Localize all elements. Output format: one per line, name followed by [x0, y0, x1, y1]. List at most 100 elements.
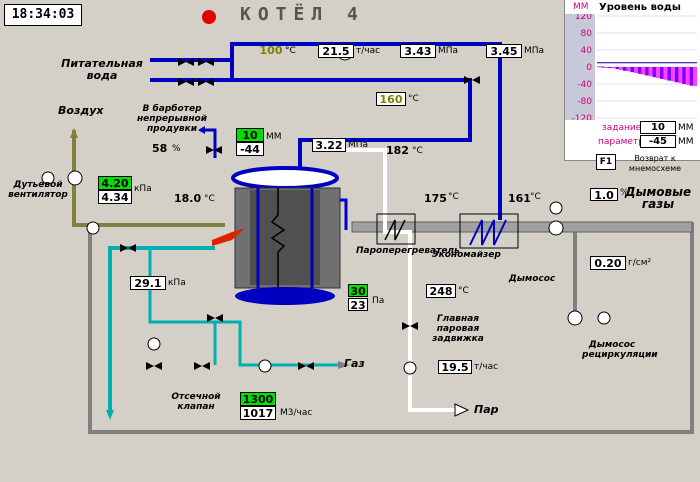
param-unit: ММ: [678, 137, 694, 147]
feed-temp-unit: °С: [285, 46, 296, 56]
f1-key[interactable]: F1: [596, 154, 616, 170]
label-smoke-gases: Дымовые газы: [624, 185, 692, 211]
smoke-pct-value: 1.0: [590, 188, 618, 202]
level-bar: [641, 67, 646, 75]
label-gas: Газ: [344, 357, 365, 370]
level-tick-label: -40: [577, 80, 592, 90]
blowdown-pct-value: 58: [152, 142, 168, 155]
air-temp-value: 18.0: [174, 192, 202, 205]
feed-flow-unit: т/час: [356, 46, 381, 56]
level-bar: [685, 67, 690, 85]
level-tick-label: 80: [581, 29, 593, 39]
steam-temp-value: 248: [426, 284, 456, 298]
page-title: КОТЁЛ 4: [240, 4, 365, 25]
level-bar: [652, 67, 657, 78]
cutoff-actuator: [147, 337, 161, 351]
label-air: Воздух: [58, 104, 104, 117]
recirc-fan: [567, 310, 583, 326]
level-set-value: 10: [236, 128, 264, 142]
furnace-set-value: 30: [348, 284, 368, 298]
level-bar: [608, 67, 612, 68]
feed-temp-value: 100: [259, 44, 283, 57]
level-bar: [637, 67, 642, 74]
exhauster-motor: [549, 201, 563, 215]
level-bar: [648, 67, 653, 77]
alarm-indicator[interactable]: [202, 10, 216, 24]
feed-pressure2-value: 3.45: [486, 44, 522, 58]
sh-temp-value: 175: [424, 192, 447, 205]
steam-flow-unit: т/час: [474, 362, 499, 372]
level-tick-label: 120: [575, 14, 592, 22]
level-actual-value: -44: [236, 142, 264, 156]
f1-text[interactable]: Возврат к мнемосхеме: [628, 154, 682, 173]
setpoint-value: 10: [640, 121, 676, 134]
level-panel-title: Уровень воды: [599, 2, 681, 13]
recirc-motor: [597, 311, 611, 325]
label-to-bubbler: В барботер непрерывной продувки: [136, 104, 208, 134]
level-tick-label: 0: [586, 63, 592, 73]
smoke-conc-unit: г/см²: [628, 258, 652, 268]
param-label: параметр: [598, 137, 644, 147]
blower-motor: [41, 171, 55, 185]
setpoint-label: задание: [602, 123, 642, 133]
level-bar: [678, 67, 683, 84]
gas-pipe-main: [148, 248, 338, 367]
exhauster-fan: [548, 220, 564, 236]
level-bar: [611, 67, 616, 69]
blower-fan: [67, 170, 83, 186]
drum-temp-unit: °С: [412, 146, 423, 156]
burner-flame: [212, 228, 245, 246]
air-temp-unit: °С: [204, 194, 215, 204]
label-cutoff-valve: Отсечной клапан: [171, 392, 221, 412]
level-bar: [600, 66, 605, 68]
clock: 18:34:03: [4, 4, 82, 26]
feed-pressure1-value: 3.43: [400, 44, 436, 58]
mud-drum: [235, 287, 335, 305]
level-bar: [626, 67, 631, 72]
econ-temp-unit: °С: [530, 192, 541, 202]
boiler-furnace: [250, 190, 320, 285]
level-bar: [689, 67, 694, 86]
level-bar: [693, 67, 697, 87]
gas-flow-unit: М3/час: [280, 408, 313, 418]
econ-temp-value: 161: [508, 192, 531, 205]
label-superheater: Пароперегреватель: [356, 246, 460, 256]
economizer-box: [459, 213, 519, 249]
level-bar: [682, 67, 686, 84]
air-press-value: 4.34: [98, 190, 132, 204]
furnace-press-unit: Па: [372, 296, 385, 306]
recirc-pipe: [88, 222, 694, 434]
level-bar: [619, 67, 623, 70]
param-value: -45: [640, 135, 676, 148]
air-flowmeter: [86, 221, 100, 235]
feed-pipe-drum: [232, 78, 472, 178]
drum-pressure-unit: МПа: [348, 140, 369, 150]
level-bar: [663, 67, 668, 80]
gas-flowmeter: [258, 359, 272, 373]
setpoint-unit: ММ: [678, 123, 694, 133]
feed-pipe-top: [150, 42, 502, 220]
air-press-set-value: 4.20: [98, 176, 132, 190]
econ-out-temp-unit: °С: [408, 94, 419, 104]
gas-flow-set-value: 1300: [240, 392, 276, 406]
blowdown-pct-unit: %: [172, 144, 181, 154]
level-bar: [630, 67, 635, 73]
level-bar: [615, 67, 620, 70]
steam-flow-value: 19.5: [438, 360, 472, 374]
drum-pressure-value: 3.22: [312, 138, 346, 152]
label-exhauster: Дымосос: [508, 274, 556, 284]
level-bar: [659, 67, 664, 79]
label-recirc-fan: Дымосос рециркуляции: [582, 340, 658, 360]
flue-duct: [351, 221, 693, 233]
level-bar: [656, 67, 660, 79]
level-bar: [597, 66, 601, 68]
steam-pipe: [330, 148, 455, 412]
label-main-steam-valve: Главная паровая задвижка: [432, 314, 484, 344]
label-economizer: Экономайзер: [432, 250, 501, 260]
air-pipe: [72, 130, 225, 227]
level-tick-label: -120: [572, 114, 593, 120]
level-bar: [645, 67, 649, 76]
